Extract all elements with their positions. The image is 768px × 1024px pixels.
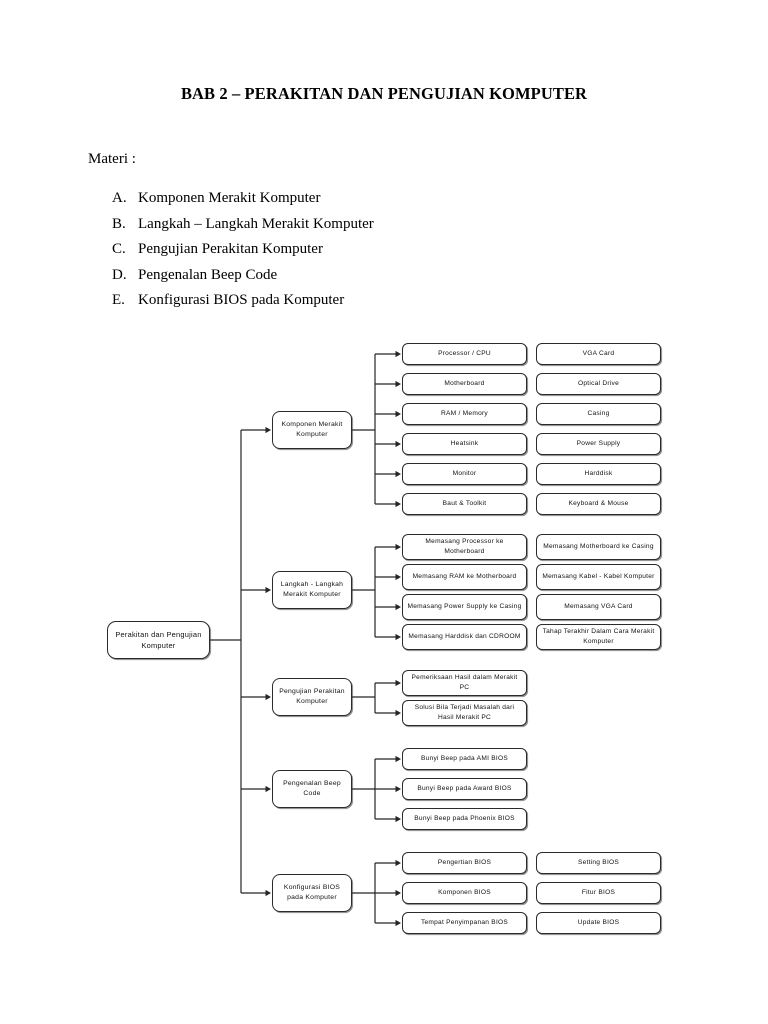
- diagram-leaf-1-r2[interactable]: Optical Drive: [536, 373, 661, 395]
- diagram-leaf-1-r4[interactable]: Power Supply: [536, 433, 661, 455]
- diagram-leaf-1-l4-label: Heatsink: [450, 440, 479, 448]
- diagram-leaf-2-r4[interactable]: Tahap Terakhir Dalam Cara Merakit Komput…: [536, 624, 661, 650]
- diagram-leaf-2-r1-label: Memasang Motherboard ke Casing: [543, 543, 654, 551]
- diagram-leaf-5-l2-label: Komponen BIOS: [438, 889, 491, 897]
- list-item-label: Pengenalan Beep Code: [138, 266, 278, 283]
- diagram-leaf-5-l2[interactable]: Komponen BIOS: [402, 882, 527, 904]
- diagram-leaf-5-r1[interactable]: Setting BIOS: [536, 852, 661, 874]
- diagram-leaf-5-l3-label: Tempat Penyimpanan BIOS: [420, 919, 509, 927]
- diagram-leaf-4-l3[interactable]: Bunyi Beep pada Phoenix BIOS: [402, 808, 527, 830]
- diagram-leaf-2-r3-label: Memasang VGA Card: [564, 603, 633, 611]
- diagram-leaf-4-l2-label: Bunyi Beep pada Award BIOS: [417, 785, 512, 793]
- diagram-branch-5-label: Konfigurasi BIOS pada Komputer: [283, 884, 341, 901]
- page-title: BAB 2 – PERAKITAN DAN PENGUJIAN KOMPUTER: [180, 84, 588, 103]
- diagram-leaf-2-l3-label: Memasang Power Supply ke Casing: [407, 603, 522, 611]
- diagram-leaf-2-l2[interactable]: Memasang RAM ke Motherboard: [402, 564, 527, 590]
- diagram-leaf-1-r3-label: Casing: [587, 410, 610, 418]
- diagram-branch-2-label: Langkah - Langkah Merakit Komputer: [280, 581, 344, 598]
- list-item-label: Langkah – Langkah Merakit Komputer: [138, 215, 374, 232]
- diagram-leaf-1-r4-label: Power Supply: [576, 440, 621, 448]
- diagram-branch-5[interactable]: Konfigurasi BIOS pada Komputer: [272, 874, 352, 912]
- diagram-leaf-3-l2[interactable]: Solusi Bila Terjadi Masalah dari Hasil M…: [402, 700, 527, 726]
- diagram-leaf-3-l1-label: Pemeriksaan Hasil dalam Merakit PC: [411, 674, 518, 691]
- list-item-marker: E.: [112, 292, 125, 308]
- diagram-leaf-1-r6-label: Keyboard & Mouse: [568, 500, 629, 508]
- diagram-node-root[interactable]: Perakitan dan Pengujian Komputer: [107, 621, 210, 659]
- diagram-leaf-1-l6[interactable]: Baut & Toolkit: [402, 493, 527, 515]
- diagram-leaf-1-l5-label: Monitor: [452, 470, 477, 478]
- diagram-leaf-3-l2-label: Solusi Bila Terjadi Masalah dari Hasil M…: [414, 704, 515, 721]
- diagram-leaf-2-l4[interactable]: Memasang Harddisk dan CDROOM: [402, 624, 527, 650]
- diagram-leaf-1-l2-label: Motherboard: [444, 380, 485, 388]
- list-item-label: Pengujian Perakitan Komputer: [138, 241, 323, 257]
- diagram-leaf-1-l5[interactable]: Monitor: [402, 463, 527, 485]
- list-item-marker: C.: [112, 241, 126, 257]
- diagram-leaf-3-l1[interactable]: Pemeriksaan Hasil dalam Merakit PC: [402, 670, 527, 696]
- diagram-leaf-4-l2[interactable]: Bunyi Beep pada Award BIOS: [402, 778, 527, 800]
- diagram-leaf-5-r3-label: Update BIOS: [577, 919, 620, 927]
- list-item: B. Langkah – Langkah Merakit Komputer: [112, 216, 532, 242]
- diagram-branch-1[interactable]: Komponen Merakit Komputer: [272, 411, 352, 449]
- materi-list: A. Komponen Merakit Komputer B. Langkah …: [112, 190, 532, 318]
- list-item: C. Pengujian Perakitan Komputer: [112, 241, 532, 267]
- diagram-leaf-1-r5-label: Harddisk: [584, 470, 613, 478]
- list-item-marker: D.: [112, 266, 127, 283]
- materi-label: Materi :: [88, 151, 136, 167]
- diagram-leaf-1-r1-label: VGA Card: [582, 350, 615, 358]
- diagram-leaf-5-r3[interactable]: Update BIOS: [536, 912, 661, 934]
- diagram-leaf-1-r5[interactable]: Harddisk: [536, 463, 661, 485]
- list-item: E. Konfigurasi BIOS pada Komputer: [112, 292, 532, 318]
- list-item-marker: B.: [112, 215, 126, 232]
- diagram-node-root-label: Perakitan dan Pengujian Komputer: [115, 630, 202, 650]
- diagram-branch-2[interactable]: Langkah - Langkah Merakit Komputer: [272, 571, 352, 609]
- diagram-leaf-1-l6-label: Baut & Toolkit: [442, 500, 487, 508]
- diagram-leaf-5-r2[interactable]: Fitur BIOS: [536, 882, 661, 904]
- diagram-leaf-1-l3-label: RAM / Memory: [441, 410, 488, 418]
- list-item-label: Konfigurasi BIOS pada Komputer: [138, 292, 345, 308]
- diagram-leaf-2-r2-label: Memasang Kabel - Kabel Komputer: [542, 573, 655, 581]
- diagram-leaf-1-l1[interactable]: Processor / CPU: [402, 343, 527, 365]
- list-item-label: Komponen Merakit Komputer: [138, 190, 321, 206]
- diagram-leaf-5-l1[interactable]: Pengertian BIOS: [402, 852, 527, 874]
- diagram-leaf-1-r6[interactable]: Keyboard & Mouse: [536, 493, 661, 515]
- diagram-leaf-2-l3[interactable]: Memasang Power Supply ke Casing: [402, 594, 527, 620]
- diagram-leaf-1-l3[interactable]: RAM / Memory: [402, 403, 527, 425]
- list-item: D. Pengenalan Beep Code: [112, 267, 532, 293]
- list-item-marker: A.: [112, 190, 127, 206]
- diagram-branch-3-label: Pengujian Perakitan Komputer: [279, 688, 345, 705]
- diagram-leaf-2-l4-label: Memasang Harddisk dan CDROOM: [408, 633, 521, 641]
- diagram-leaf-5-r1-label: Setting BIOS: [577, 859, 620, 867]
- diagram-leaf-2-r2[interactable]: Memasang Kabel - Kabel Komputer: [536, 564, 661, 590]
- diagram-leaf-2-l1[interactable]: Memasang Processor ke Motherboard: [402, 534, 527, 560]
- diagram-leaf-2-l1-label: Memasang Processor ke Motherboard: [425, 538, 504, 555]
- diagram-branch-3[interactable]: Pengujian Perakitan Komputer: [272, 678, 352, 716]
- diagram-leaf-1-r1[interactable]: VGA Card: [536, 343, 661, 365]
- diagram-leaf-1-l1-label: Processor / CPU: [438, 350, 491, 358]
- diagram-leaf-1-r2-label: Optical Drive: [578, 380, 619, 388]
- diagram-leaf-5-l3[interactable]: Tempat Penyimpanan BIOS: [402, 912, 527, 934]
- diagram-leaf-1-l4[interactable]: Heatsink: [402, 433, 527, 455]
- diagram-leaf-2-l2-label: Memasang RAM ke Motherboard: [412, 573, 517, 581]
- diagram-leaf-4-l3-label: Bunyi Beep pada Phoenix BIOS: [414, 815, 515, 823]
- diagram-branch-4[interactable]: Pengenalan Beep Code: [272, 770, 352, 808]
- diagram-leaf-2-r1[interactable]: Memasang Motherboard ke Casing: [536, 534, 661, 560]
- diagram-leaf-4-l1-label: Bunyi Beep pada AMI BIOS: [420, 755, 508, 763]
- diagram-leaf-1-l2[interactable]: Motherboard: [402, 373, 527, 395]
- diagram-leaf-4-l1[interactable]: Bunyi Beep pada AMI BIOS: [402, 748, 527, 770]
- diagram-branch-1-label: Komponen Merakit Komputer: [281, 421, 343, 438]
- diagram-branch-4-label: Pengenalan Beep Code: [283, 780, 341, 797]
- diagram-leaf-1-r3[interactable]: Casing: [536, 403, 661, 425]
- diagram-leaf-5-r2-label: Fitur BIOS: [581, 889, 616, 897]
- diagram-leaf-5-l1-label: Pengertian BIOS: [437, 859, 492, 867]
- diagram-leaf-2-r4-label: Tahap Terakhir Dalam Cara Merakit Komput…: [542, 628, 655, 645]
- diagram-leaf-2-r3[interactable]: Memasang VGA Card: [536, 594, 661, 620]
- list-item: A. Komponen Merakit Komputer: [112, 190, 532, 216]
